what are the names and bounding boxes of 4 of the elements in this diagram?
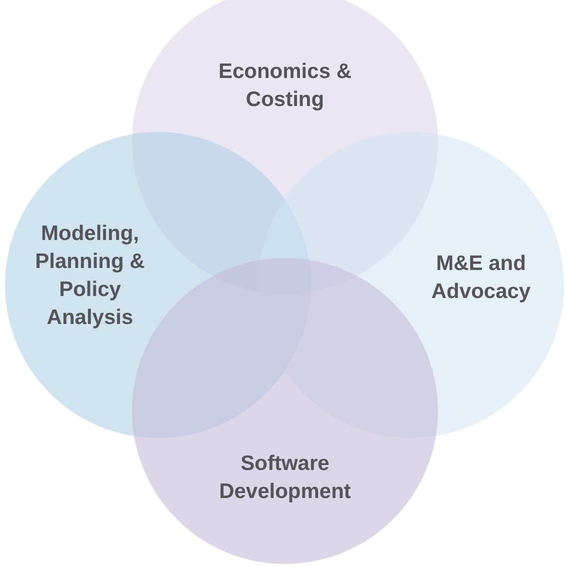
circle-label: M&E and Advocacy <box>430 251 532 305</box>
circle-label: Economics & Costing <box>217 59 353 113</box>
circle-label: Modeling, Planning & Policy Analysis <box>34 221 146 331</box>
circle-label: Software Development <box>218 451 352 505</box>
